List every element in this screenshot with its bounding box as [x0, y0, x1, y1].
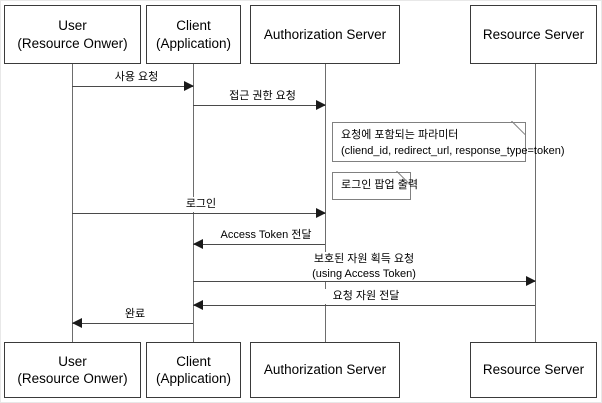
message-line-access-token-delivery [193, 244, 325, 245]
message-line-complete [72, 323, 193, 324]
message-line-protected-resource-request [193, 281, 535, 282]
note-login-popup: 로그인 팝업 출력 [332, 171, 418, 200]
arrowhead-access-token-delivery [193, 239, 203, 249]
participant-auth-footer-line1: Authorization Server [263, 362, 387, 378]
arrowhead-protected-resource-request [526, 276, 536, 286]
participant-footer-client[interactable]: Client (Application) [146, 342, 241, 398]
participant-client-line2: (Application) [155, 35, 232, 51]
message-label-protected-resource-request-line2: (using Access Token) [312, 267, 416, 280]
participant-footer-resource[interactable]: Resource Server [470, 342, 597, 398]
note-login-popup-line1: 로그인 팝업 출력 [341, 179, 418, 191]
message-label-login: 로그인 [175, 197, 227, 212]
participant-footer-auth[interactable]: Authorization Server [250, 342, 400, 398]
message-line-access-permission-request [193, 105, 325, 106]
participant-client-footer-line1: Client [176, 353, 211, 369]
arrowhead-access-permission-request [316, 100, 326, 110]
participant-header-user[interactable]: User (Resource Onwer) [4, 5, 141, 64]
note-fold-corner-icon [511, 121, 527, 137]
message-label-protected-resource-request-line1: 보호된 자원 획득 요청 [313, 253, 415, 265]
participant-user-line2: (Resource Onwer) [17, 35, 128, 51]
participant-resource-footer-line1: Resource Server [482, 362, 585, 378]
message-line-usage-request [72, 86, 193, 87]
message-label-requested-resource-delivery: 요청 자원 전달 [315, 289, 417, 304]
message-label-protected-resource-request: 보호된 자원 획득 요청 (using Access Token) [282, 252, 446, 282]
participant-client-line1: Client [176, 18, 211, 34]
arrowhead-login [316, 208, 326, 218]
participant-user-footer-line2: (Resource Onwer) [17, 371, 128, 386]
participant-header-client[interactable]: Client (Application) [146, 5, 241, 64]
note-request-parameters-line1: 요청에 포함되는 파라미터 [341, 129, 459, 141]
participant-client-footer-line2: (Application) [155, 371, 232, 386]
participant-header-auth[interactable]: Authorization Server [250, 5, 400, 64]
message-label-complete: 완료 [108, 307, 162, 322]
participant-header-resource[interactable]: Resource Server [470, 5, 597, 64]
lifeline-auth [325, 64, 326, 343]
message-line-login [72, 213, 325, 214]
message-label-access-permission-request: 접근 권한 요청 [209, 89, 316, 104]
participant-footer-user[interactable]: User (Resource Onwer) [4, 342, 141, 398]
message-label-usage-request: 사용 요청 [92, 70, 181, 85]
note-fold-corner-icon-2 [396, 171, 412, 187]
lifeline-user [72, 64, 73, 343]
note-request-parameters-line2: (cliend_id, redirect_url, response_type=… [341, 144, 565, 157]
arrowhead-requested-resource-delivery [193, 300, 203, 310]
message-line-requested-resource-delivery [193, 305, 535, 306]
lifeline-resource [535, 64, 536, 343]
note-request-parameters: 요청에 포함되는 파라미터 (cliend_id, redirect_url, … [332, 121, 565, 162]
participant-auth-line1: Authorization Server [263, 26, 387, 42]
arrowhead-usage-request [184, 81, 194, 91]
participant-user-line1: User [58, 18, 87, 34]
participant-resource-line1: Resource Server [482, 26, 585, 42]
arrowhead-complete [72, 318, 82, 328]
message-label-access-token-delivery: Access Token 전달 [209, 228, 323, 243]
participant-user-footer-line1: User [58, 353, 87, 369]
